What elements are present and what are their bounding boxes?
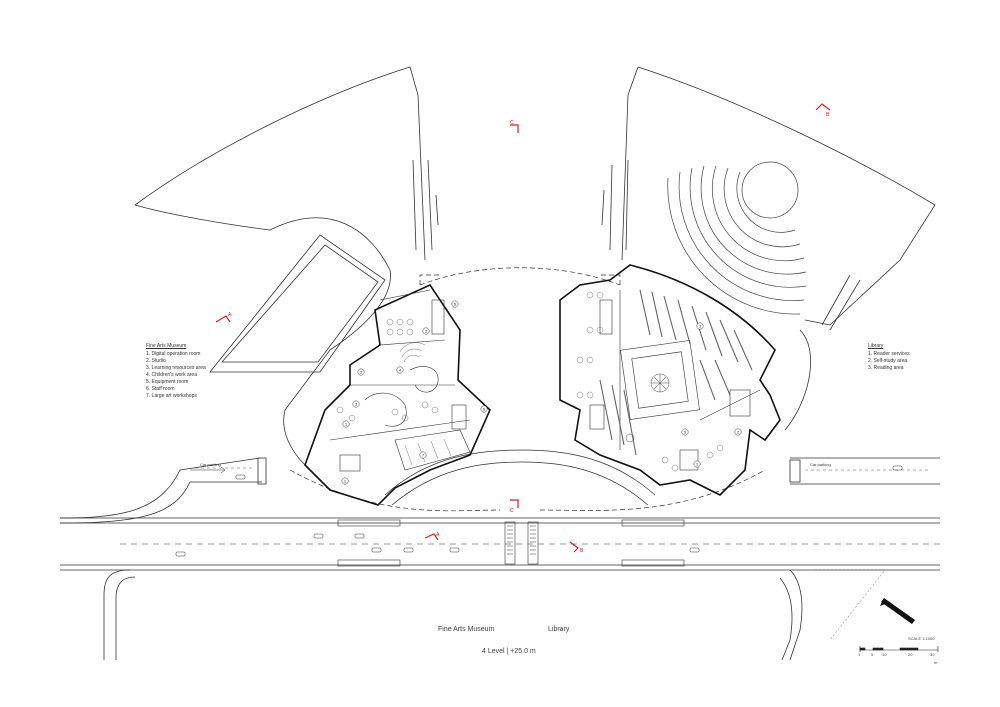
library-bookshelves bbox=[599, 289, 753, 456]
road-islands bbox=[337, 519, 685, 567]
legend-item: 3. Learning resources area bbox=[146, 365, 206, 371]
section-marker-labels: A A B B C C bbox=[228, 112, 830, 554]
room-number: 1 bbox=[344, 479, 347, 484]
library-building bbox=[559, 264, 781, 496]
library-room-numbers: 3 3 1 2 bbox=[684, 324, 740, 467]
crosswalks bbox=[507, 525, 536, 555]
parking-arrow-left bbox=[190, 466, 226, 474]
plaza-arcs bbox=[384, 449, 656, 506]
legend-item: 2. Self-study area bbox=[868, 358, 908, 364]
room-number: 1 bbox=[345, 422, 348, 427]
museum-legend: Fine Arts Museum 1. Digital operation ro… bbox=[146, 343, 206, 400]
room-number: 5 bbox=[483, 407, 486, 412]
room-number: 2 bbox=[737, 430, 740, 435]
car-parking-label-left: Car parking bbox=[200, 462, 221, 467]
library-seating bbox=[576, 291, 724, 472]
scale-tick: 30 bbox=[930, 652, 935, 657]
scale-bar bbox=[859, 646, 939, 652]
scale-label: SCALE 1:1000 bbox=[908, 636, 935, 641]
legend-item: 5. Equipment room bbox=[146, 379, 189, 385]
room-number: 3 bbox=[684, 430, 687, 435]
museum-roof-outline bbox=[134, 66, 439, 466]
library-room-circles bbox=[681, 322, 742, 468]
legend-item: 1. Digital operation room bbox=[146, 351, 201, 357]
museum-room-numbers: 6 2 4 3 7 1 5 1 3 bbox=[344, 302, 486, 484]
library-interior bbox=[589, 290, 761, 471]
museum-legend-title: Fine Arts Museum bbox=[146, 343, 187, 349]
museum-building bbox=[304, 283, 491, 506]
caption-museum: Fine Arts Museum bbox=[438, 626, 495, 633]
caption-library: Library bbox=[548, 626, 570, 633]
main-road bbox=[60, 517, 940, 571]
left-access-road bbox=[59, 457, 267, 660]
library-tree bbox=[625, 373, 670, 443]
section-mark-a-road: A bbox=[436, 532, 440, 538]
legend-item: 4. Children's work area bbox=[146, 372, 197, 378]
section-markers bbox=[215, 103, 831, 553]
north-arrow bbox=[880, 598, 915, 624]
section-mark-b-road: B bbox=[580, 548, 584, 554]
room-number: 2 bbox=[425, 329, 428, 334]
museum-seating bbox=[336, 318, 452, 466]
library-legend-title: Library bbox=[868, 343, 884, 349]
canopy-outline bbox=[289, 267, 766, 512]
cars bbox=[175, 465, 903, 557]
legend-item: 7. Large art workshops bbox=[146, 393, 197, 399]
room-number: 7 bbox=[422, 453, 425, 458]
room-number: 1 bbox=[696, 462, 699, 467]
legend-item: 2. Studio bbox=[146, 358, 166, 364]
scale-tick: 10 bbox=[882, 652, 887, 657]
caption-level: 4 Level | +25.0 m bbox=[482, 648, 536, 655]
library-legend: Library 1. Reader services 2. Self-study… bbox=[868, 343, 910, 372]
room-number: 4 bbox=[399, 368, 402, 373]
room-number: 3 bbox=[699, 324, 702, 329]
room-number: 3 bbox=[355, 402, 358, 407]
legend-item: 3. Reading area bbox=[868, 365, 904, 371]
room-number: 6 bbox=[454, 302, 457, 307]
legend-item: 6. Staff room bbox=[146, 386, 175, 392]
scale-tick: 1 bbox=[858, 652, 861, 657]
section-mark-c-top: C bbox=[510, 120, 514, 126]
room-number: 3 bbox=[360, 370, 363, 375]
right-access-road bbox=[779, 457, 940, 661]
scale-tick: 20 bbox=[908, 652, 913, 657]
museum-interior bbox=[329, 289, 471, 472]
section-mark-c-bottom: C bbox=[510, 508, 514, 514]
legend-item: 1. Reader services bbox=[868, 351, 910, 357]
scale-unit: m bbox=[934, 660, 938, 665]
museum-room-circles bbox=[341, 300, 488, 485]
car-parking-label-right: Car parking bbox=[810, 462, 831, 467]
scale-tick: 5 bbox=[871, 652, 874, 657]
section-mark-a-left: A bbox=[228, 312, 232, 318]
amphitheater-arcs bbox=[667, 161, 807, 315]
section-mark-b-top: B bbox=[826, 112, 830, 118]
library-roof-outline bbox=[601, 66, 936, 431]
parking-labels: Car parking Car parking bbox=[200, 462, 831, 467]
